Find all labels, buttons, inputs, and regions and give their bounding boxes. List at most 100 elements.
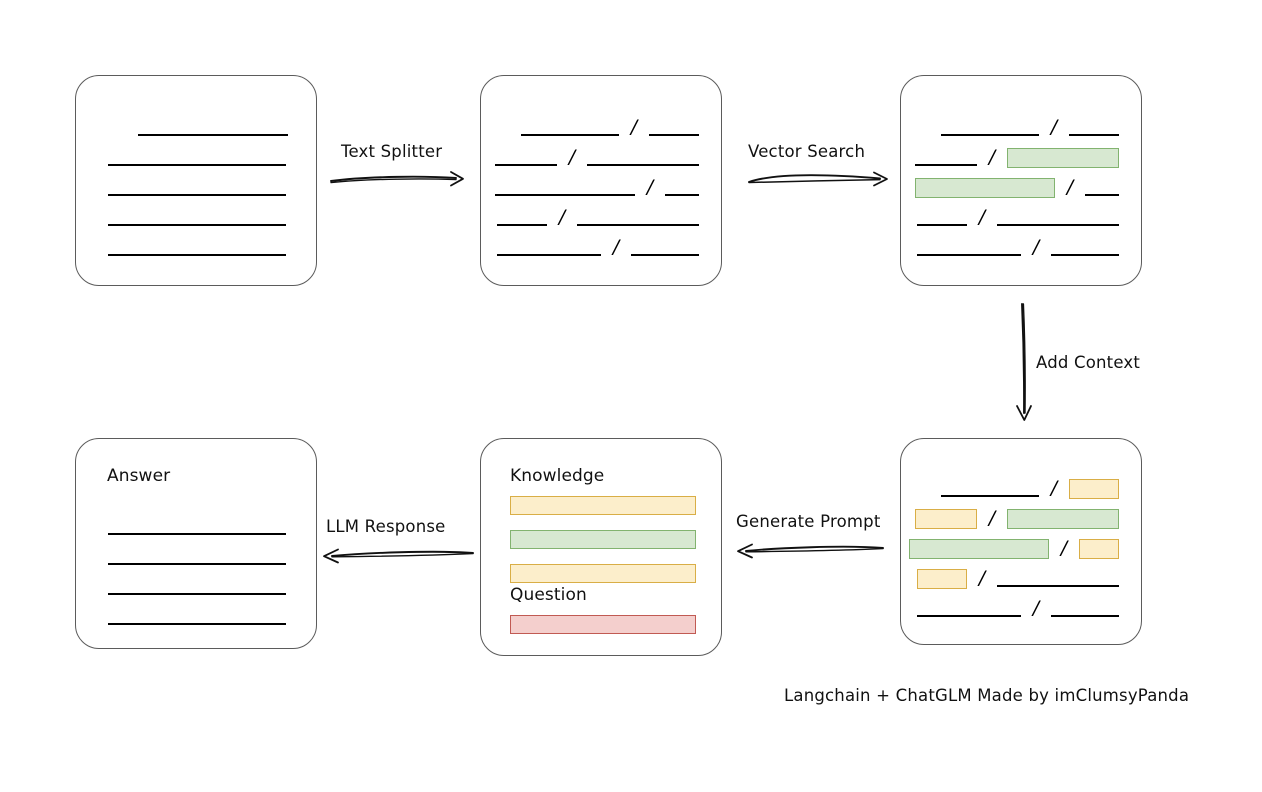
- text-line: [521, 134, 619, 136]
- source-document-rows: [76, 76, 316, 285]
- arrow-llm-response-label: LLM Response: [326, 517, 446, 536]
- text-row: [108, 547, 286, 567]
- knowledge-label: Knowledge: [510, 466, 605, 486]
- text-line: [941, 134, 1039, 136]
- split-chunks-rows: / / / / /: [481, 76, 721, 285]
- text-line: [497, 224, 547, 226]
- arrow-add-context-label: Add Context: [1036, 353, 1141, 372]
- text-row: /: [915, 506, 1119, 529]
- text-row: [108, 208, 286, 228]
- text-row: /: [909, 536, 1119, 559]
- text-line: [1085, 194, 1119, 196]
- highlight-chip-yellow: [1069, 479, 1119, 499]
- text-line: [108, 194, 286, 196]
- text-line: [1051, 254, 1119, 256]
- arrow-vector-search-icon: [748, 171, 888, 187]
- segment-separator-icon: /: [1050, 476, 1058, 499]
- text-row: /: [495, 175, 699, 198]
- knowledge-bar-yellow: [510, 496, 696, 515]
- segment-separator-icon: /: [1066, 175, 1074, 198]
- answer-rows: [76, 439, 316, 648]
- text-row: /: [915, 175, 1119, 198]
- text-line: [495, 164, 557, 166]
- segment-separator-icon: /: [558, 205, 566, 228]
- arrow-text-splitter-label: Text Splitter: [341, 142, 443, 161]
- text-row: [108, 148, 286, 168]
- arrow-vector-search-label: Vector Search: [748, 142, 866, 161]
- text-line: [631, 254, 699, 256]
- question-bar-red: [510, 615, 696, 634]
- text-line: [108, 254, 286, 256]
- text-row: [138, 118, 288, 138]
- segment-separator-icon: /: [1032, 235, 1040, 258]
- arrow-text-splitter-icon: [330, 171, 464, 187]
- question-label: Question: [510, 585, 587, 605]
- text-row: /: [521, 115, 699, 138]
- arrow-add-context: Add Context: [1008, 303, 1178, 423]
- segment-separator-icon: /: [1032, 596, 1040, 619]
- arrow-generate-prompt-label: Generate Prompt: [736, 512, 881, 531]
- highlight-chip-green: [915, 178, 1055, 198]
- text-line: [587, 164, 699, 166]
- text-row: /: [497, 235, 699, 258]
- text-line: [108, 224, 286, 226]
- text-line: [665, 194, 699, 196]
- box-generated-prompt: Knowledge Question: [480, 438, 722, 656]
- highlight-chip-yellow: [917, 569, 967, 589]
- text-row: /: [495, 147, 699, 168]
- arrow-llm-response: LLM Response: [322, 517, 474, 567]
- text-row: /: [941, 115, 1119, 138]
- arrow-vector-search: Vector Search: [748, 142, 888, 192]
- text-line: [1051, 615, 1119, 617]
- segment-separator-icon: /: [978, 566, 986, 589]
- text-line: [495, 194, 635, 196]
- knowledge-bar-yellow: [510, 564, 696, 583]
- text-line: [577, 224, 699, 226]
- segment-separator-icon: /: [646, 175, 654, 198]
- segment-separator-icon: /: [988, 145, 996, 168]
- segment-separator-icon: /: [1060, 536, 1068, 559]
- text-line: [917, 254, 1021, 256]
- arrow-generate-prompt-icon: [737, 543, 884, 559]
- text-line: [915, 164, 977, 166]
- arrow-generate-prompt: Generate Prompt: [736, 512, 884, 562]
- credit-text: Langchain + ChatGLM Made by imClumsyPand…: [784, 686, 1190, 705]
- segment-separator-icon: /: [612, 235, 620, 258]
- answer-label: Answer: [107, 466, 171, 486]
- text-row: /: [917, 566, 1119, 589]
- highlight-chip-yellow: [915, 509, 977, 529]
- text-line: [1069, 134, 1119, 136]
- text-row: [108, 517, 286, 537]
- segment-separator-icon: /: [988, 506, 996, 529]
- segment-separator-icon: /: [630, 115, 638, 138]
- arrow-llm-response-icon: [323, 548, 474, 564]
- segment-separator-icon: /: [1050, 115, 1058, 138]
- text-row: [108, 178, 286, 198]
- arrow-add-context-icon: [1016, 303, 1032, 421]
- text-line: [917, 224, 967, 226]
- text-row: /: [915, 145, 1119, 168]
- box-source-document: [75, 75, 317, 286]
- text-line: [941, 495, 1039, 497]
- text-line: [997, 585, 1119, 587]
- text-line: [497, 254, 601, 256]
- knowledge-bar-green: [510, 530, 696, 549]
- text-row: [108, 238, 286, 258]
- highlight-chip-green: [909, 539, 1049, 559]
- text-row: [108, 577, 286, 597]
- text-line: [108, 164, 286, 166]
- context-added-chunks-rows: / / / / /: [901, 439, 1141, 644]
- text-row: /: [917, 207, 1119, 228]
- text-line: [108, 623, 286, 625]
- text-line: [917, 615, 1021, 617]
- text-row: [108, 607, 286, 627]
- text-row: /: [941, 476, 1119, 499]
- highlight-chip-green: [1007, 148, 1119, 168]
- highlight-chip-green: [1007, 509, 1119, 529]
- box-context-added-chunks: / / / / /: [900, 438, 1142, 645]
- highlight-chip-yellow: [1079, 539, 1119, 559]
- text-row: /: [497, 205, 699, 228]
- text-line: [997, 224, 1119, 226]
- box-vector-matched-chunks: / / / / /: [900, 75, 1142, 286]
- text-line: [108, 593, 286, 595]
